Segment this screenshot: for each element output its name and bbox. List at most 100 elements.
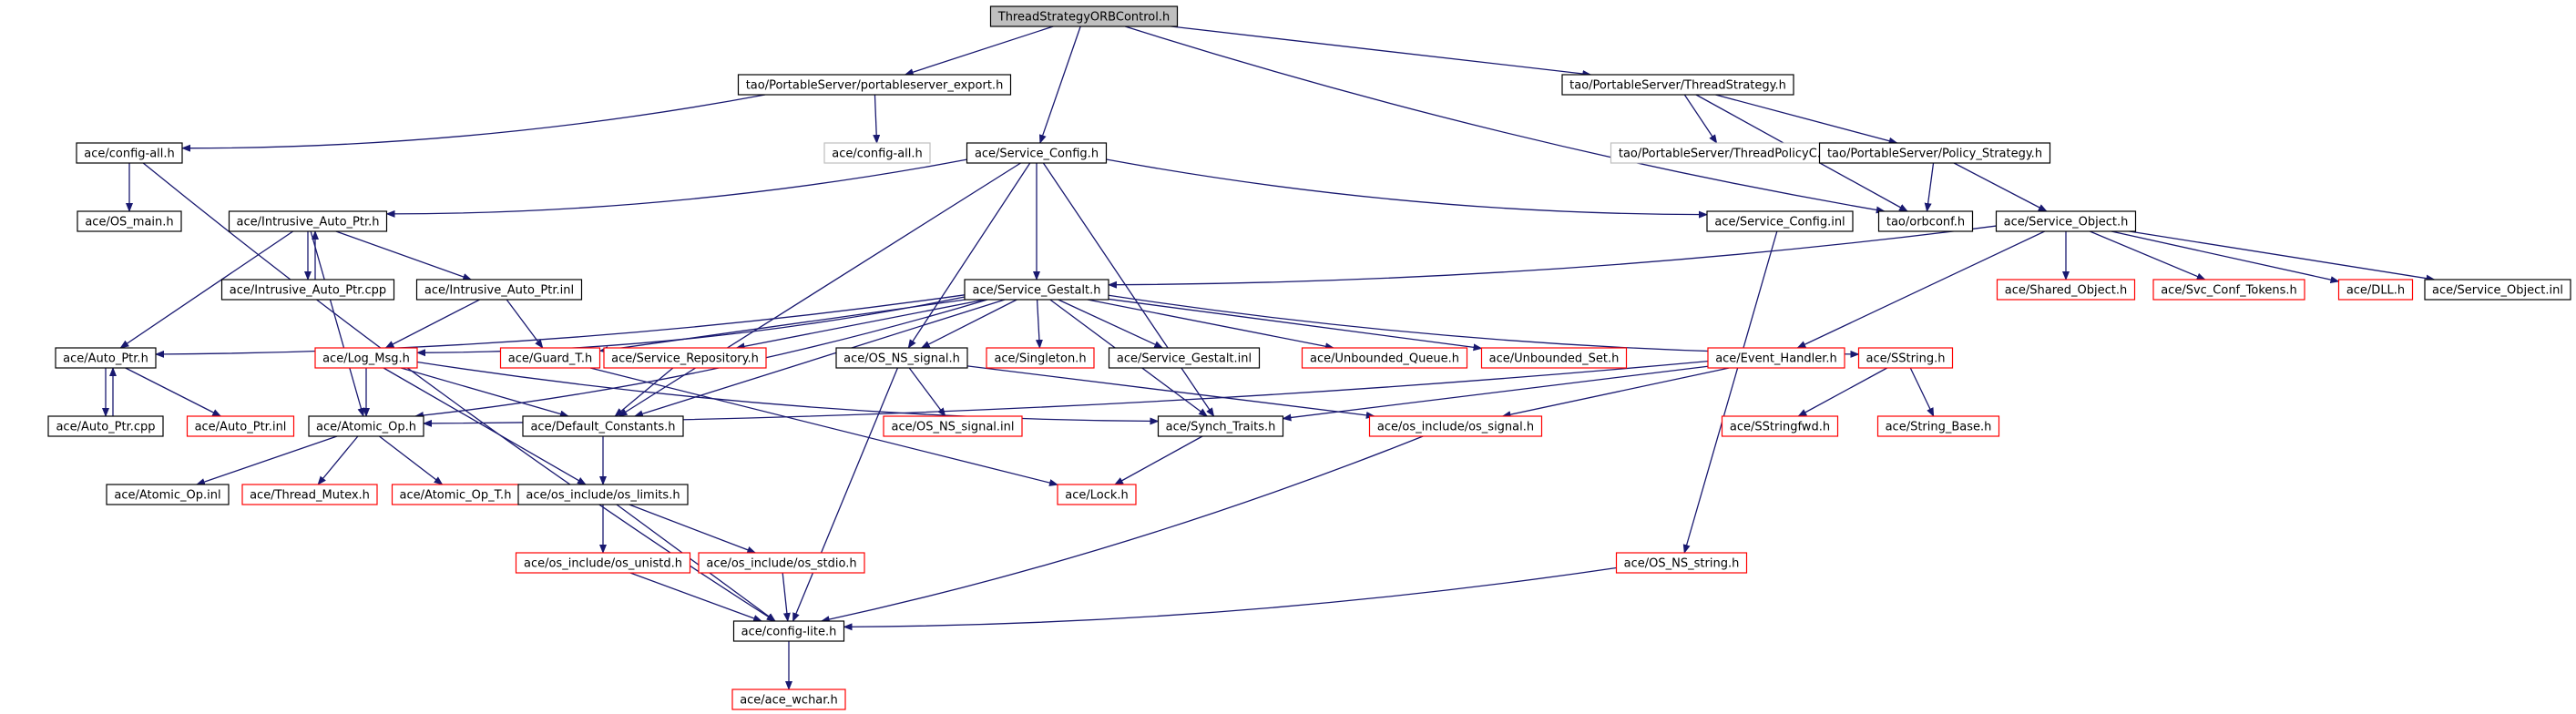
- node-autoptr[interactable]: ace/Auto_Ptr.h: [55, 347, 157, 369]
- node-iapinl[interactable]: ace/Intrusive_Auto_Ptr.inl: [415, 279, 583, 301]
- node-logmsg[interactable]: ace/Log_Msg.h: [314, 347, 418, 369]
- node-iap[interactable]: ace/Intrusive_Auto_Ptr.h: [228, 210, 388, 232]
- edge-logmsg-to-defconst: [400, 367, 569, 418]
- edge-root-to-ts: [1170, 26, 1592, 77]
- node-pse[interactable]: tao/PortableServer/portableserver_export…: [737, 74, 1012, 96]
- node-label: ace/Service_Gestalt.inl: [1117, 352, 1252, 366]
- node-label: ace/Intrusive_Auto_Ptr.h: [237, 216, 380, 230]
- node-label: ace/os_include/os_limits.h: [526, 489, 680, 503]
- node-iapcpp[interactable]: ace/Intrusive_Auto_Ptr.cpp: [220, 279, 395, 301]
- node-box: [1876, 415, 2000, 437]
- node-svcrepo[interactable]: ace/Service_Repository.h: [603, 347, 767, 369]
- node-sharedobj[interactable]: ace/Shared_Object.h: [1996, 279, 2136, 301]
- node-box: [1706, 210, 1854, 232]
- edge-ts-to-polstrat: [1715, 94, 1898, 145]
- node-box: [986, 347, 1095, 369]
- node-label: ace/Singleton.h: [994, 352, 1086, 366]
- node-ubs[interactable]: ace/Unbounded_Set.h: [1480, 347, 1628, 369]
- edge-pse-to-cfgall: [181, 94, 766, 152]
- node-root[interactable]: ThreadStrategyORBControl.h: [989, 5, 1179, 27]
- node-label: ace/OS_NS_signal.h: [843, 352, 960, 366]
- edge-autoptr-to-autoptrinl: [125, 367, 222, 417]
- node-label: ace/ace_wchar.h: [740, 694, 838, 708]
- node-tpc[interactable]: tao/PortableServer/ThreadPolicyC.h: [1610, 142, 1837, 164]
- node-box: [737, 74, 1012, 96]
- node-synch[interactable]: ace/Synch_Traits.h: [1157, 415, 1284, 437]
- node-atomict[interactable]: ace/Atomic_Op_T.h: [391, 484, 520, 505]
- node-box: [314, 347, 418, 369]
- node-atomic[interactable]: ace/Atomic_Op.h: [308, 415, 424, 437]
- node-label: tao/PortableServer/portableserver_export…: [746, 79, 1004, 93]
- node-osnsstring[interactable]: ace/OS_NS_string.h: [1615, 552, 1748, 574]
- edge-osunistd-to-cfglite: [629, 572, 763, 622]
- edge-svcgest-to-defconst: [633, 299, 1006, 418]
- node-guard[interactable]: ace/Guard_T.h: [499, 347, 601, 369]
- node-label: ace/Guard_T.h: [508, 352, 592, 366]
- node-polstrat[interactable]: tao/PortableServer/Policy_Strategy.h: [1818, 142, 2051, 164]
- node-label: ace/Log_Msg.h: [322, 352, 410, 366]
- node-ossignal[interactable]: ace/os_include/os_signal.h: [1368, 415, 1543, 437]
- node-evh[interactable]: ace/Event_Handler.h: [1707, 347, 1845, 369]
- node-cfgall[interactable]: ace/config-all.h: [76, 142, 183, 164]
- edge-osnssig-to-ossignal: [966, 365, 1375, 419]
- node-osnssiginl[interactable]: ace/OS_NS_signal.inl: [883, 415, 1023, 437]
- edge-root-to-svccfg: [1038, 26, 1081, 144]
- node-svcgestinl[interactable]: ace/Service_Gestalt.inl: [1108, 347, 1261, 369]
- node-osmain[interactable]: ace/OS_main.h: [77, 210, 182, 232]
- node-cfgall2[interactable]: ace/config-all.h: [823, 142, 931, 164]
- node-thrmutex[interactable]: ace/Thread_Mutex.h: [241, 484, 378, 505]
- node-svccfg[interactable]: ace/Service_Config.h: [966, 142, 1108, 164]
- node-acewchar[interactable]: ace/ace_wchar.h: [731, 688, 846, 710]
- node-box: [186, 415, 295, 437]
- node-label: ace/Lock.h: [1065, 489, 1129, 503]
- node-orbconf[interactable]: tao/orbconf.h: [1877, 210, 1974, 232]
- node-oslimits[interactable]: ace/os_include/os_limits.h: [517, 484, 689, 505]
- node-box: [308, 415, 424, 437]
- edge-svccfg-to-svccfginl: [1106, 158, 1708, 219]
- node-osunistd[interactable]: ace/os_include/os_unistd.h: [515, 552, 691, 574]
- edge-svcobj-to-evh: [1796, 230, 2045, 349]
- node-svccfginl[interactable]: ace/Service_Config.inl: [1706, 210, 1854, 232]
- node-lock[interactable]: ace/Lock.h: [1057, 484, 1137, 505]
- node-osstdio[interactable]: ace/os_include/os_stdio.h: [698, 552, 865, 574]
- node-box: [1995, 210, 2137, 232]
- node-dll[interactable]: ace/DLL.h: [2337, 279, 2414, 301]
- node-sstringfwd[interactable]: ace/SStringfwd.h: [1721, 415, 1839, 437]
- node-autoptrcpp[interactable]: ace/Auto_Ptr.cpp: [47, 415, 164, 437]
- node-label: tao/PortableServer/Policy_Strategy.h: [1827, 148, 2042, 161]
- node-label: ace/Event_Handler.h: [1715, 352, 1837, 366]
- node-label: ace/Service_Gestalt.h: [972, 284, 1100, 298]
- node-svcconf[interactable]: ace/Svc_Conf_Tokens.h: [2152, 279, 2305, 301]
- node-label: ace/Synch_Traits.h: [1166, 421, 1276, 434]
- node-autoptrinl[interactable]: ace/Auto_Ptr.inl: [186, 415, 295, 437]
- edge-polstrat-to-orbconf: [1924, 162, 1935, 212]
- node-label: ace/Intrusive_Auto_Ptr.cpp: [230, 284, 386, 298]
- edge-osstdio-to-cfglite: [782, 572, 791, 622]
- edge-logmsg-to-synch: [416, 361, 1160, 425]
- node-box: [76, 142, 183, 164]
- node-box: [517, 484, 689, 505]
- node-box: [106, 484, 230, 505]
- node-ubq[interactable]: ace/Unbounded_Queue.h: [1301, 347, 1468, 369]
- node-singleton[interactable]: ace/Singleton.h: [986, 347, 1095, 369]
- node-atomicinl[interactable]: ace/Atomic_Op.inl: [106, 484, 230, 505]
- node-box: [2152, 279, 2305, 301]
- node-label: tao/PortableServer/ThreadStrategy.h: [1569, 79, 1786, 93]
- node-svcobjinl[interactable]: ace/Service_Object.inl: [2424, 279, 2571, 301]
- node-svcgest[interactable]: ace/Service_Gestalt.h: [964, 279, 1109, 301]
- node-label: ace/OS_NS_signal.inl: [891, 421, 1014, 434]
- node-sstring[interactable]: ace/SString.h: [1857, 347, 1954, 369]
- node-defconst[interactable]: ace/Default_Constants.h: [522, 415, 684, 437]
- edge-svcgest-to-guard: [598, 299, 966, 354]
- node-svcobj[interactable]: ace/Service_Object.h: [1995, 210, 2137, 232]
- node-ts[interactable]: tao/PortableServer/ThreadStrategy.h: [1561, 74, 1794, 96]
- node-label: ace/Auto_Ptr.h: [63, 352, 148, 366]
- node-cfglite[interactable]: ace/config-lite.h: [732, 620, 845, 642]
- node-strbase[interactable]: ace/String_Base.h: [1876, 415, 2000, 437]
- edge-ts-to-tpc: [1683, 94, 1718, 144]
- node-osnssig[interactable]: ace/OS_NS_signal.h: [835, 347, 968, 369]
- node-label: ace/SString.h: [1866, 352, 1946, 366]
- node-box: [1721, 415, 1839, 437]
- node-label: ace/Atomic_Op_T.h: [400, 489, 512, 503]
